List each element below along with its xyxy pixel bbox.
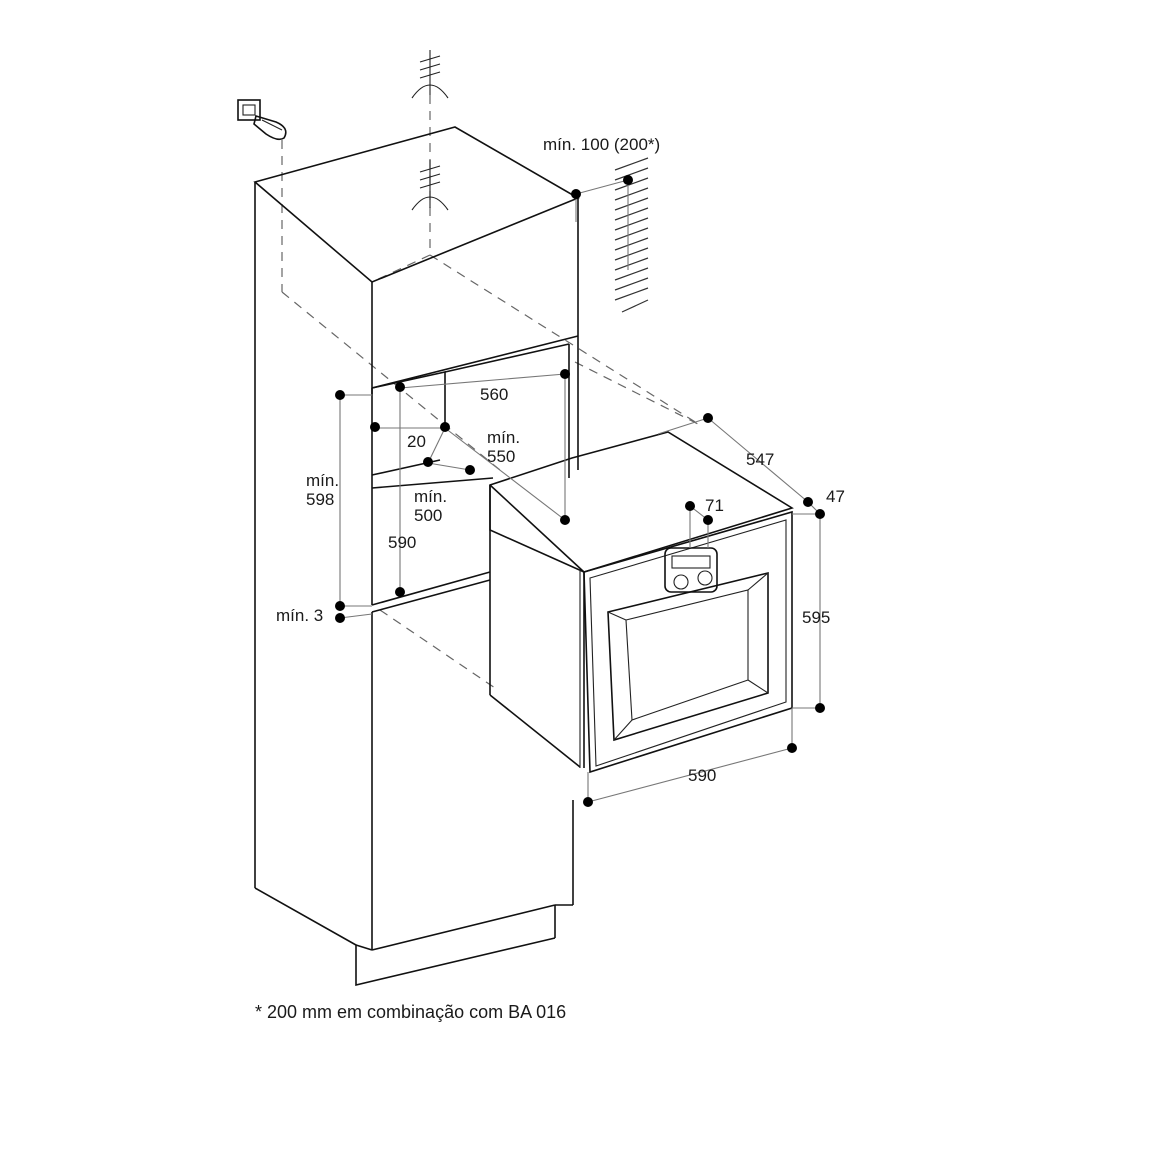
label-offset-20: 20	[407, 432, 426, 451]
label-oven-depth: 547	[746, 450, 774, 469]
left-knob-icon	[673, 574, 689, 590]
dimension-lines	[339, 179, 821, 803]
label-oven-width: 590	[688, 766, 716, 785]
control-panel	[664, 547, 718, 593]
ventilation-symbol-mid	[411, 160, 449, 211]
label-oven-height: 595	[802, 608, 830, 627]
label-niche-height-590: 590	[388, 533, 416, 552]
tall-cabinet	[253, 126, 580, 987]
wall-hatch	[614, 157, 649, 313]
electrical-plug-icon	[237, 99, 287, 141]
label-panel-offset: 71	[705, 496, 724, 515]
dimension-labels: mín. 100 (200*) 560 mín. 550 20 mín. 500…	[276, 135, 845, 785]
ventilation-symbol-top	[411, 50, 449, 99]
footnote: * 200 mm em combinação com BA 016	[255, 1002, 566, 1022]
label-gap-min-3: mín. 3	[276, 606, 323, 625]
label-niche-height-value: 598	[306, 490, 334, 509]
label-inner-min-prefix: mín.	[414, 487, 447, 506]
oven	[489, 431, 794, 774]
right-knob-icon	[697, 570, 713, 586]
label-front-depth: 47	[826, 487, 845, 506]
label-niche-width: 560	[480, 385, 508, 404]
label-wall-clearance: mín. 100 (200*)	[543, 135, 660, 154]
label-niche-depth-value: 550	[487, 447, 515, 466]
label-inner-min-value: 500	[414, 506, 442, 525]
display-window	[671, 555, 711, 569]
label-niche-height-prefix: mín.	[306, 471, 339, 490]
label-niche-depth-prefix: mín.	[487, 428, 520, 447]
dimension-dots	[335, 175, 825, 807]
